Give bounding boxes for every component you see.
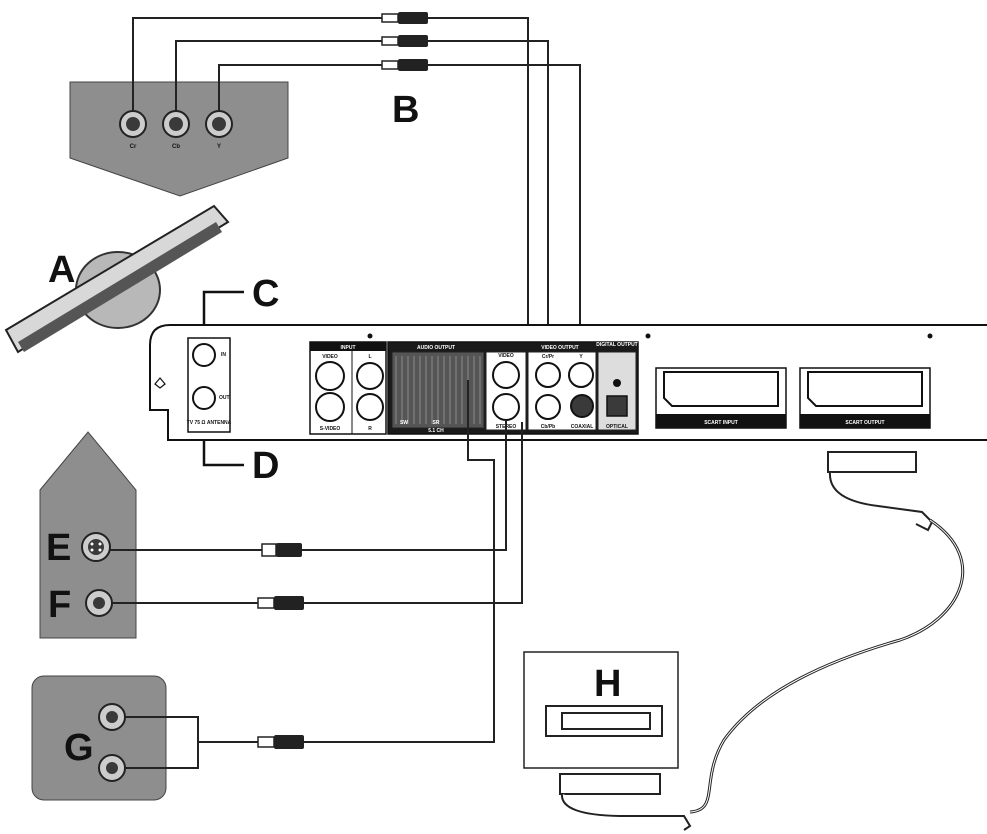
coaxial-label: COAXIAL (571, 424, 594, 430)
video-output-title: VIDEO OUTPUT (541, 345, 579, 351)
cb-label: Cb (172, 144, 180, 150)
label-h: H (594, 663, 621, 705)
video-out-jack[interactable] (492, 361, 520, 389)
antenna-block: IN OUT TV 75 Ω ANTENNA (187, 337, 232, 433)
tv-video-input-device (39, 431, 137, 639)
antenna-icon (4, 204, 230, 354)
label-e: E (46, 527, 71, 569)
stereo-audio-cable (125, 380, 495, 769)
scart-input[interactable]: SCART INPUT (655, 367, 787, 429)
input-video-label: VIDEO (322, 354, 338, 360)
rf-out-label: OUT (219, 395, 230, 401)
label-b: B (392, 89, 419, 131)
rf-in-label: IN (221, 352, 226, 358)
optical-label: OPTICAL (606, 424, 628, 430)
scart-input-label: SCART INPUT (704, 420, 738, 426)
label-d: D (252, 445, 279, 487)
y-out-jack[interactable] (568, 362, 594, 388)
s-video-jack[interactable] (81, 532, 111, 562)
cb-out-label: Cb/Pb (541, 424, 555, 430)
output-block: AUDIO OUTPUT SW SR 5.1 CH VIDEO STEREO V… (387, 341, 639, 435)
cb-jack[interactable] (162, 110, 190, 138)
input-jack-4[interactable] (356, 393, 384, 421)
digital-output-title: DIGITAL OUTPUT (596, 342, 637, 348)
stereo-out-jack[interactable] (492, 393, 520, 421)
y-out-label: Y (579, 354, 583, 360)
component-plug-1 (381, 12, 428, 24)
label-c: C (252, 273, 279, 315)
label-a: A (48, 249, 75, 291)
video-label: VIDEO (498, 353, 514, 359)
y-label: Y (217, 144, 221, 150)
input-block: INPUT VIDEO L S-VIDEO R (309, 341, 387, 435)
cr-out-jack[interactable] (535, 362, 561, 388)
coaxial-jack[interactable] (570, 394, 594, 418)
rear-panel: IN OUT TV 75 Ω ANTENNA INPUT VIDEO L S-V… (149, 324, 987, 441)
component-plug-3 (381, 59, 428, 71)
input-svideo-label: S-VIDEO (320, 426, 341, 432)
tv-component-input-device: Cr Cb Y (69, 81, 289, 197)
input-jack-1[interactable] (315, 361, 345, 391)
video-cable (112, 422, 523, 610)
audio-sw-label: SW (400, 420, 408, 426)
cr-label: Cr (130, 144, 137, 150)
input-jack-3[interactable] (356, 362, 384, 390)
component-plug-2 (381, 35, 428, 47)
input-title: INPUT (341, 345, 356, 351)
audio-sr-label: SR (433, 420, 440, 426)
input-jack-2[interactable] (315, 392, 345, 422)
label-g: G (64, 727, 94, 769)
cr-out-label: Cr/Pr (542, 354, 554, 360)
input-l-label: L (368, 354, 371, 360)
rf-in-jack[interactable] (192, 343, 216, 367)
optical-jack[interactable] (606, 395, 628, 417)
cr-jack[interactable] (119, 110, 147, 138)
scart-output[interactable]: SCART OUTPUT (799, 367, 931, 429)
scart-output-label: SCART OUTPUT (845, 420, 884, 426)
cb-out-jack[interactable] (535, 394, 561, 420)
audio-r-jack[interactable] (98, 754, 126, 782)
audio-51ch-label: 5.1 CH (428, 428, 444, 434)
component-cables (132, 12, 581, 368)
rf-out-jack[interactable] (192, 386, 216, 410)
input-r-label: R (368, 426, 372, 432)
scart-cable (559, 451, 965, 831)
antenna-label: TV 75 Ω ANTENNA (187, 420, 232, 426)
stereo-amp-device (31, 675, 167, 801)
scart-tv-device (523, 651, 679, 769)
video-jack[interactable] (85, 589, 113, 617)
s-video-cable (110, 420, 507, 557)
audio-output-title: AUDIO OUTPUT (417, 345, 455, 351)
label-f: F (48, 584, 71, 626)
audio-l-jack[interactable] (98, 703, 126, 731)
y-jack[interactable] (205, 110, 233, 138)
